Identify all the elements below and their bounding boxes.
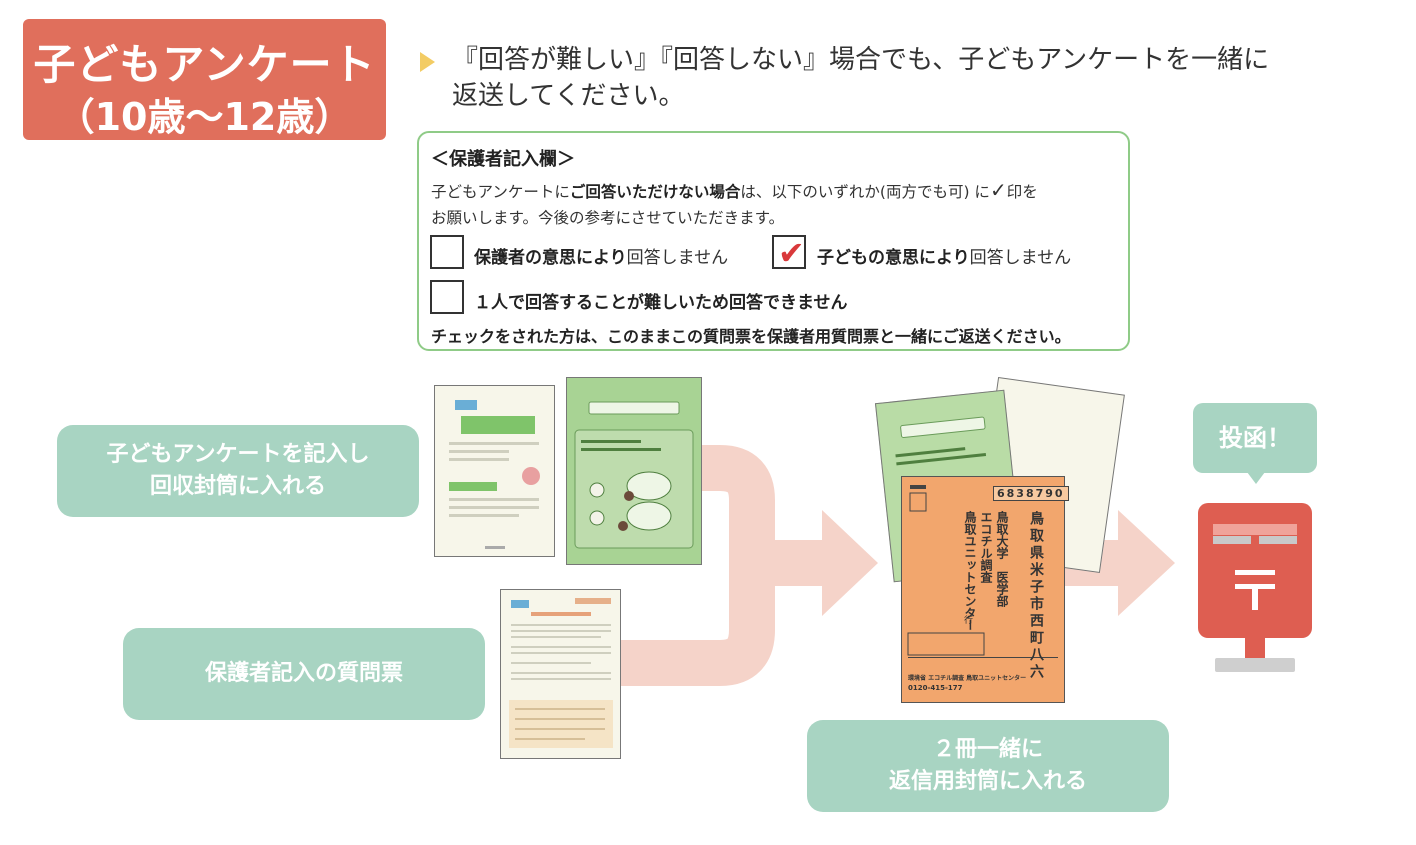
guardian-box-heading: ＜保護者記入欄＞ <box>431 149 575 170</box>
step-child-survey-label: 子どもアンケートを記入し 回収封筒に入れる <box>57 425 419 517</box>
notice-line-2: 返送してください。 <box>452 81 685 111</box>
notice-line-1: 『回答が難しい』『回答しない』場合でも、子どもアンケートを一緒に <box>452 45 1270 75</box>
envelope-phone: 0120-415-177 <box>908 684 963 692</box>
option-guardian-decision-label: 保護者の意思により回答しません <box>474 248 729 268</box>
guardian-box-footer: チェックをされた方は、このままこの質問票を保護者用質問票と一緒にご返送ください。 <box>431 327 1071 346</box>
arrow-to-envelope <box>752 510 878 616</box>
envelope-marks <box>907 485 1058 658</box>
option-difficult-alone-label: １人で回答することが難しいため回答できません <box>474 293 848 313</box>
checkbox-child-decision[interactable]: ✔ <box>772 235 806 269</box>
checkbox-guardian-decision[interactable] <box>430 235 464 269</box>
survey-cover-illustration <box>449 400 540 549</box>
child-survey-page <box>566 377 702 565</box>
title-main: 子どもアンケート <box>33 40 376 89</box>
questionnaire-illustration <box>509 598 613 748</box>
option-child-decision-label: 子どもの意思により回答しません <box>817 248 1072 268</box>
envelope-center: 鳥取ユニットセンター <box>963 511 977 631</box>
red-check-mark-icon: ✔ <box>778 234 805 272</box>
postbox-icon <box>1198 503 1312 672</box>
step-guardian-questionnaire-label: 保護者記入の質問票 <box>123 628 485 720</box>
step-envelope-label: ２冊一緒に 返信用封筒に入れる <box>807 720 1169 812</box>
envelope-footer: 環境省 エコチル調査 鳥取ユニットセンター <box>908 675 1027 682</box>
guardian-entry-box: ＜保護者記入欄＞ 子どもアンケートにご回答いただけない場合は、以下のいずれか(両… <box>417 131 1130 351</box>
triangle-bullet-icon <box>420 52 435 72</box>
envelope-address: 鳥取県米子市西町八六 <box>1028 511 1044 681</box>
title-badge: 子どもアンケート （10歳〜12歳） <box>23 19 386 140</box>
stacked-child-survey <box>874 389 1024 583</box>
survey-page-illustration <box>574 401 694 549</box>
postal-code: 6838790 <box>993 486 1069 501</box>
guardian-questionnaire <box>500 589 621 759</box>
notice-text: 『回答が難しい』『回答しない』場合でも、子どもアンケートを一緒に 返送してくださ… <box>452 42 1312 114</box>
title-age-range: （10歳〜12歳） <box>56 95 353 139</box>
envelope-study: エコチル調査 <box>979 511 993 583</box>
checkbox-difficult-alone[interactable] <box>430 280 464 314</box>
check-mark-icon: ✓ <box>989 178 1007 202</box>
speech-bubble-tail <box>1247 472 1265 484</box>
arrow-to-postbox <box>1062 510 1175 616</box>
child-survey-cover <box>434 385 555 557</box>
envelope-suffix: 行 <box>964 616 974 626</box>
stacked-survey-illustration <box>895 416 987 466</box>
guardian-box-instructions: 子どもアンケートにご回答いただけない場合は、以下のいずれか(両方でも可) に✓印… <box>431 178 1038 227</box>
post-speech-bubble: 投函！ <box>1193 403 1317 473</box>
envelope-dept: 鳥取大学 医学部 <box>995 511 1009 607</box>
return-envelope: 6838790 鳥取県米子市西町八六 鳥取大学 医学部 エコチル調査 鳥取ユニッ… <box>901 476 1069 703</box>
